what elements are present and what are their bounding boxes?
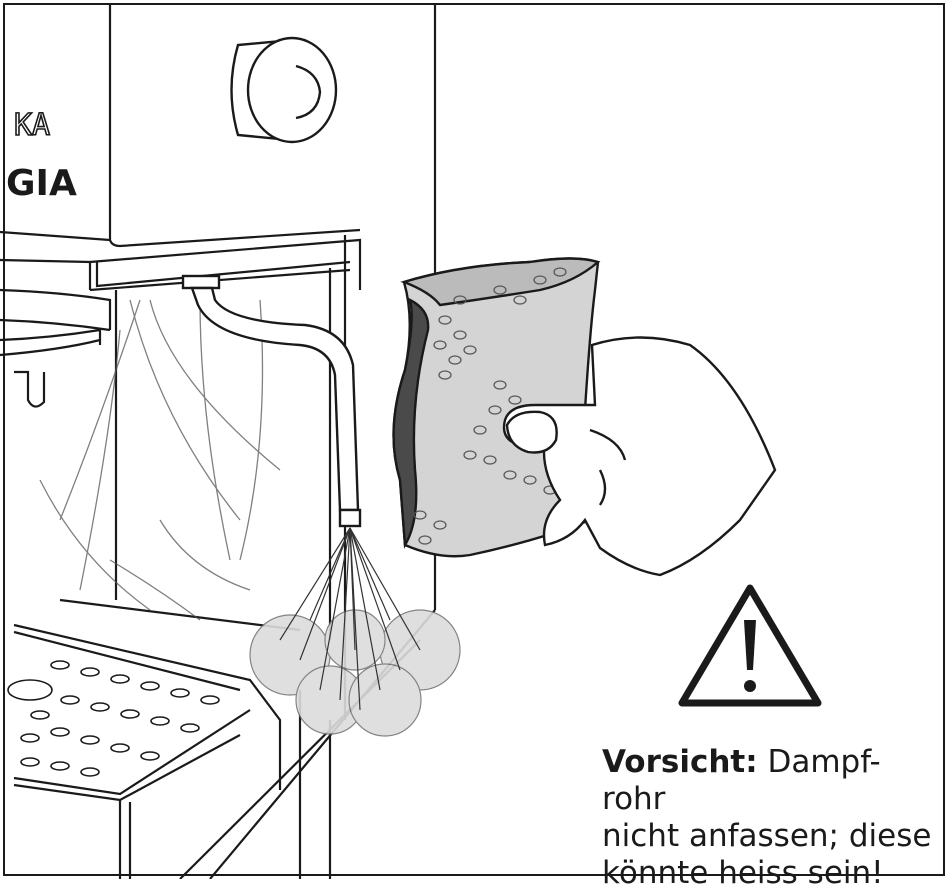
espresso-machine bbox=[0, 4, 437, 879]
brand-fragment-bottom: GIA bbox=[6, 163, 77, 204]
figure-frame bbox=[3, 3, 945, 876]
steam-wand bbox=[181, 274, 362, 528]
brand-fragment-top: KA bbox=[14, 108, 50, 143]
caution-note: Vorsicht: Dampf-rohr nicht anfassen; die… bbox=[602, 744, 932, 892]
caution-text-line1: Dampf-rohr bbox=[602, 744, 881, 817]
caution-label: Vorsicht: bbox=[602, 744, 758, 780]
caution-text-line3: könnte heiss sein! bbox=[602, 855, 884, 891]
drip-tray-grid bbox=[7, 660, 220, 777]
steam-plume bbox=[249, 527, 461, 737]
hand bbox=[502, 336, 777, 577]
steam-streaks bbox=[39, 299, 281, 621]
cleaning-sponge bbox=[392, 257, 601, 558]
steam-knob bbox=[230, 36, 338, 144]
caution-text-line2: nicht anfassen; diese bbox=[602, 818, 932, 854]
warning-triangle-icon bbox=[678, 584, 822, 707]
